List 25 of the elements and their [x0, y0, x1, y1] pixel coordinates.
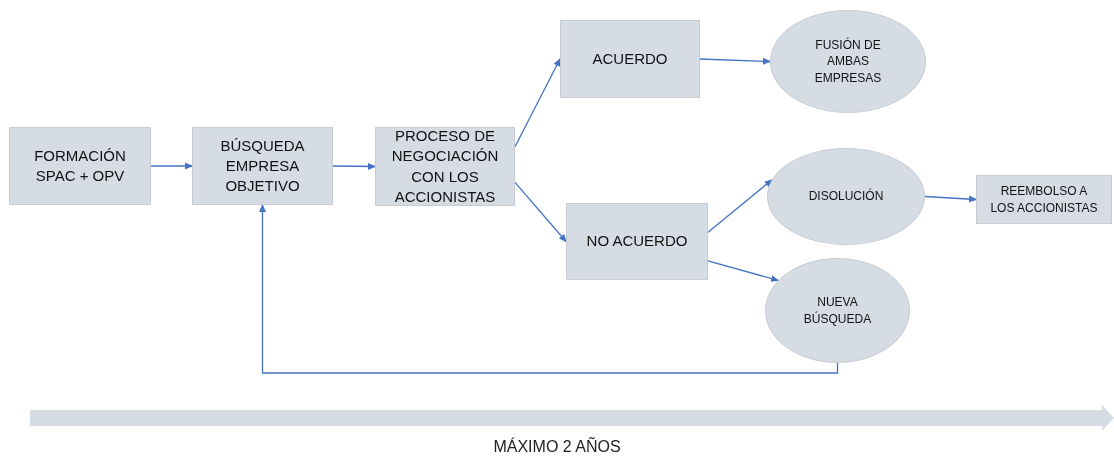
process-box	[976, 175, 1112, 224]
node-text: PROCESO DE NEGOCIACIÓN CON LOS ACCIONISTAS	[390, 126, 500, 207]
arrow	[514, 58, 561, 148]
timeline-label: MÁXIMO 2 AÑOS	[493, 438, 621, 456]
node-text: NUEVA BÚSQUEDA	[802, 294, 873, 327]
arrow	[924, 195, 977, 203]
process-box	[9, 127, 151, 205]
outcome-box	[560, 20, 700, 98]
node-text: BÚSQUEDA EMPRESA OBJETIVO	[219, 135, 306, 197]
arrow	[332, 162, 376, 170]
arrow	[707, 179, 773, 233]
node-text: REEMBOLSO A LOS ACCIONISTAS	[990, 183, 1098, 216]
arrow	[514, 181, 567, 243]
arrow	[150, 162, 193, 170]
node-text: FUSIÓN DE AMBAS EMPRESAS	[813, 37, 883, 86]
node-text: DISOLUCIÓN	[808, 188, 884, 205]
arrow	[699, 57, 771, 65]
node-text: FORMACIÓN SPAC + OPV	[33, 145, 127, 186]
node-text: ACUERDO	[592, 48, 668, 69]
arrow	[707, 260, 780, 282]
process-box	[192, 127, 333, 205]
outcome-box	[566, 203, 708, 280]
process-box	[375, 127, 515, 206]
node-text: NO ACUERDO	[586, 231, 688, 252]
arrow	[259, 204, 839, 374]
